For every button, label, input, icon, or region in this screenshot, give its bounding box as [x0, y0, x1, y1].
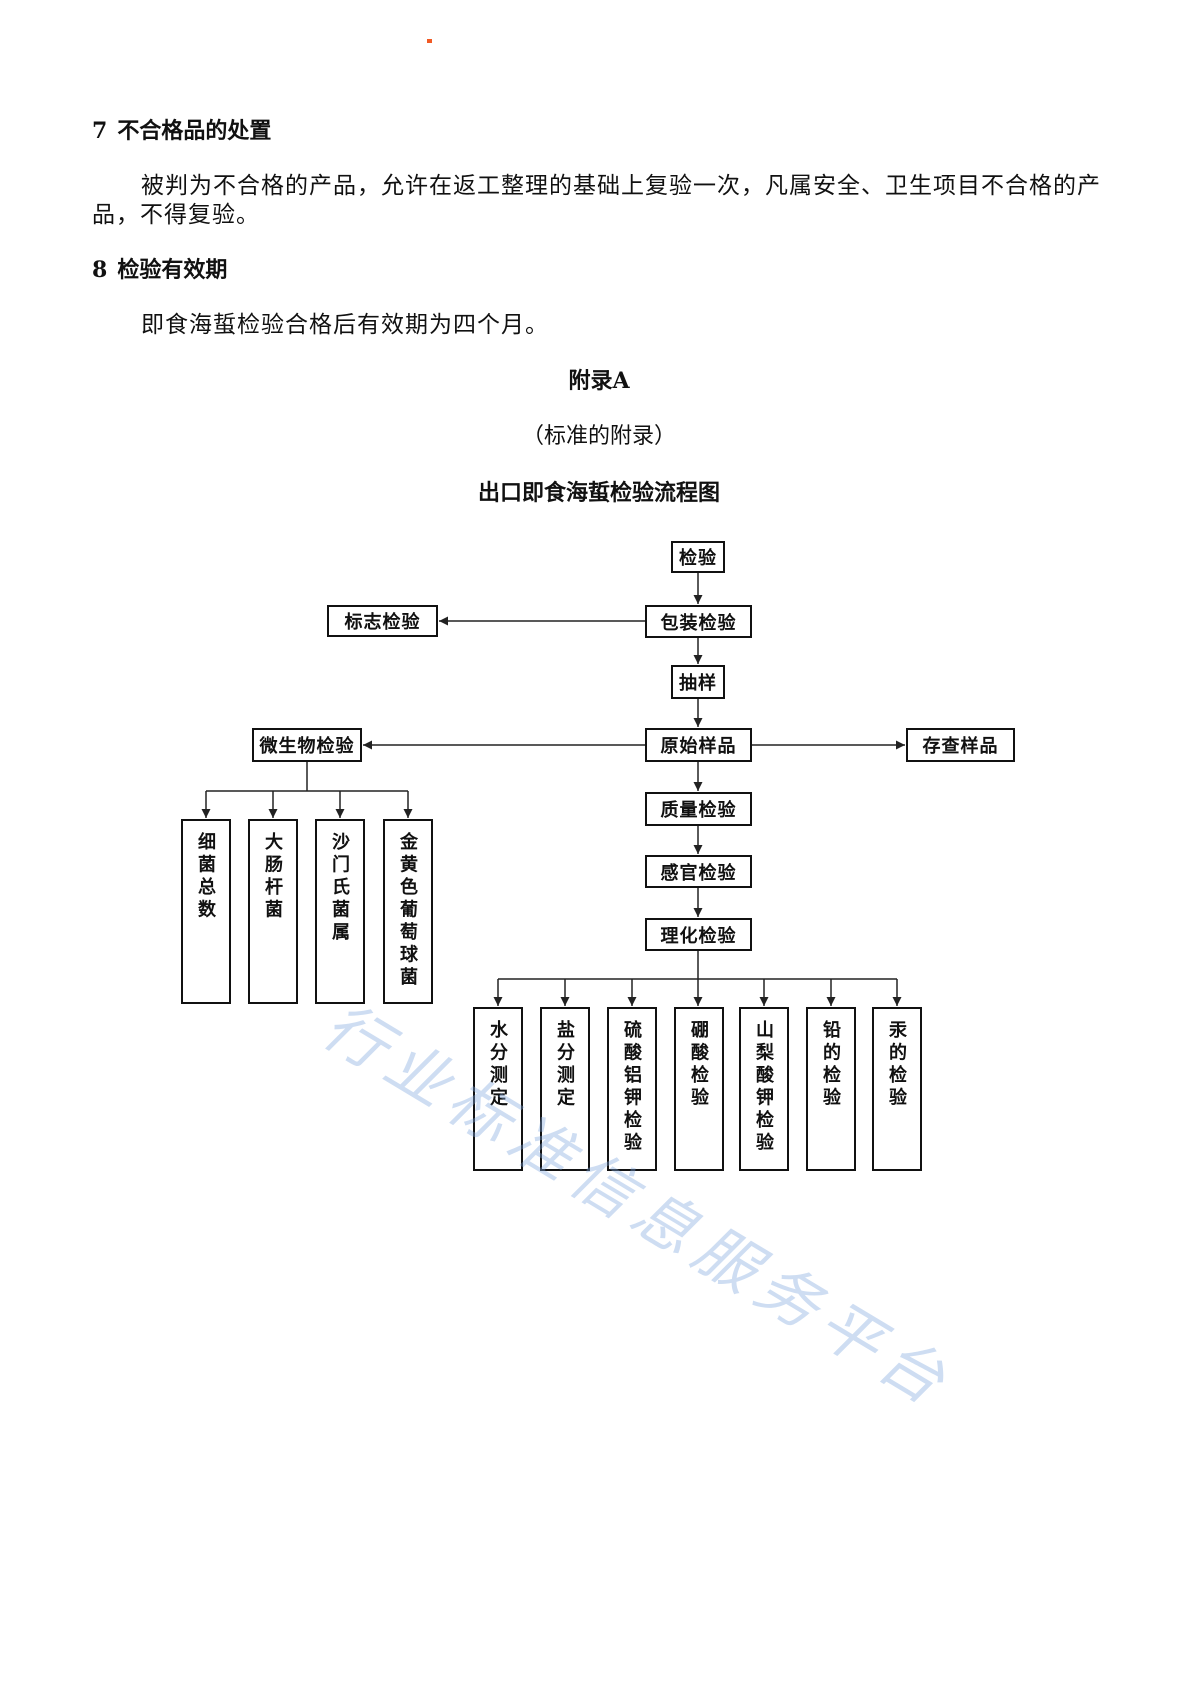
section-8-title: 检验有效期: [117, 257, 228, 283]
flow-node-micro-coliform: 大肠杆菌: [248, 819, 298, 1004]
section-8-body: 即食海蜇检验合格后有效期为四个月。: [141, 312, 549, 338]
flow-node-packaging-inspection: 包装检验: [645, 605, 752, 638]
flow-node-chem-lead: 铅的检验: [806, 1007, 856, 1171]
flow-node-micro-staphylococcus: 金黄色葡萄球菌: [383, 819, 433, 1004]
flow-node-chem-mercury: 汞的检验: [872, 1007, 922, 1171]
flow-node-inspection: 检验: [671, 541, 725, 573]
section-7-title: 不合格品的处置: [117, 118, 272, 144]
section-8-heading: 8 检验有效期: [92, 256, 227, 284]
section-7-body: 被判为不合格的产品，允许在返工整理的基础上复验一次，凡属安全、卫生项目不合格的产…: [92, 173, 1101, 228]
section-7-heading: 7 不合格品的处置: [92, 117, 271, 145]
flow-node-chem-potassium-sorbate: 山梨酸钾检验: [739, 1007, 789, 1171]
chem-item-label: 盐分测定: [555, 1020, 575, 1110]
chem-item-label: 汞的检验: [887, 1020, 907, 1110]
flow-node-quality-inspection: 质量检验: [645, 792, 752, 826]
flow-node-chem-salt: 盐分测定: [540, 1007, 590, 1171]
flow-node-microbiology-inspection: 微生物检验: [252, 728, 362, 762]
chem-item-label: 硫酸铝钾检验: [622, 1020, 642, 1155]
appendix-subtitle: （标准的附录）: [521, 424, 676, 449]
section-8-number: 8: [92, 257, 108, 283]
micro-item-label: 沙门氏菌属: [330, 832, 350, 945]
flow-node-retained-sample: 存查样品: [906, 728, 1015, 762]
chem-item-label: 山梨酸钾检验: [754, 1020, 774, 1155]
chem-item-label: 铅的检验: [821, 1020, 841, 1110]
chem-item-label: 水分测定: [488, 1020, 508, 1110]
flow-node-sensory-inspection: 感官检验: [645, 855, 752, 888]
flow-node-marking-inspection: 标志检验: [327, 605, 438, 637]
appendix-title: 附录A: [568, 368, 630, 394]
flow-node-original-sample: 原始样品: [645, 728, 752, 762]
micro-item-label: 大肠杆菌: [263, 832, 283, 922]
flow-node-chem-alum: 硫酸铝钾检验: [607, 1007, 657, 1171]
flow-node-chem-boric-acid: 硼酸检验: [674, 1007, 724, 1171]
flow-node-micro-salmonella: 沙门氏菌属: [315, 819, 365, 1004]
flow-node-chem-moisture: 水分测定: [473, 1007, 523, 1171]
orange-mark: [427, 39, 432, 43]
chem-item-label: 硼酸检验: [689, 1020, 709, 1110]
micro-item-label: 细菌总数: [196, 832, 216, 922]
flow-node-physicochemical-inspection: 理化检验: [645, 918, 752, 951]
section-7-number: 7: [92, 118, 108, 144]
flow-node-micro-total-bacteria: 细菌总数: [181, 819, 231, 1004]
figure-title: 出口即食海蜇检验流程图: [477, 480, 720, 506]
flow-node-sampling: 抽样: [671, 665, 725, 699]
micro-item-label: 金黄色葡萄球菌: [398, 832, 418, 990]
